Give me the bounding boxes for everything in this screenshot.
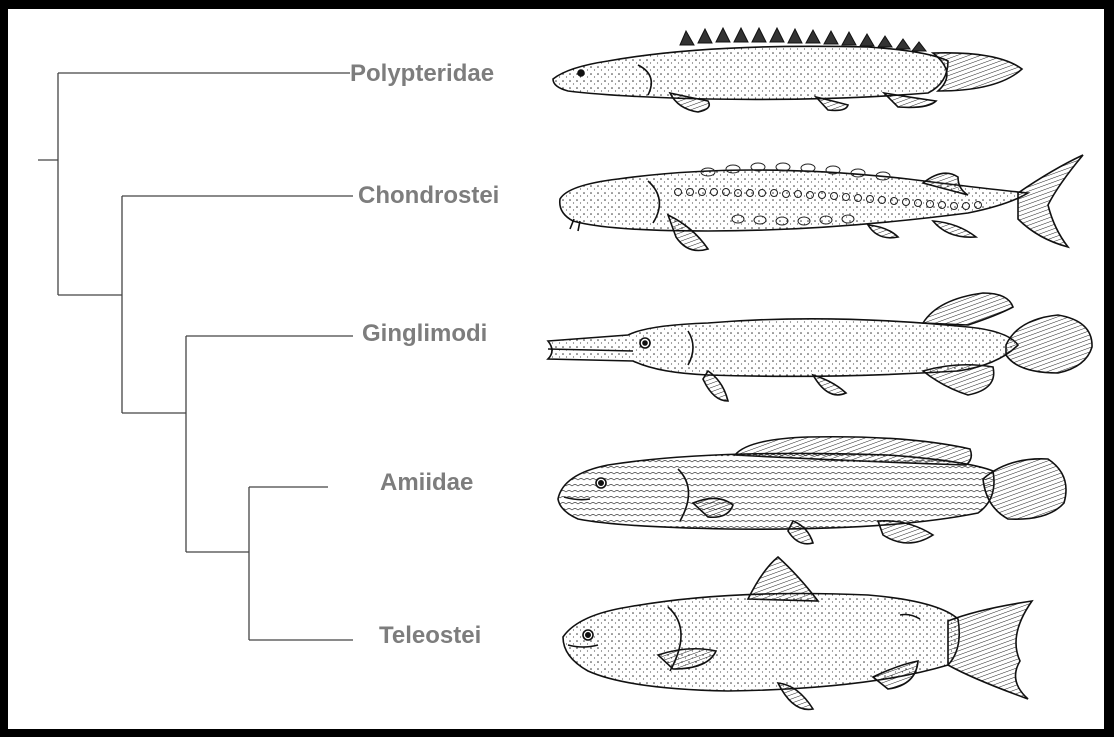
- sturgeon-icon: [560, 155, 1083, 251]
- gar-icon: [548, 293, 1092, 401]
- diagram-canvas: Polypteridae Chondrostei Ginglimodi Amii…: [8, 9, 1104, 729]
- salmon-icon: [563, 557, 1032, 709]
- bowfin-icon: [558, 437, 1066, 544]
- polypterus-bichir-icon: [553, 28, 1022, 112]
- fish-illustrations: [8, 9, 1104, 729]
